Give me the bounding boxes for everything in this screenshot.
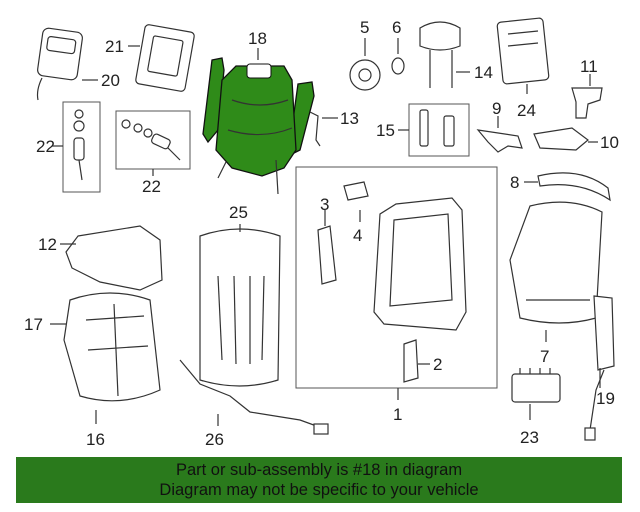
part-7-drawing: [509, 201, 603, 324]
callout-22a: 22: [36, 137, 55, 156]
callout-23: 23: [520, 428, 539, 447]
seat-frame-drawing: [373, 197, 467, 331]
part-22-hardware-left: [73, 109, 85, 181]
part-3-drawing: [317, 225, 337, 285]
callout-4: 4: [353, 226, 362, 245]
callout-22b: 22: [142, 177, 161, 196]
part-2-drawing: [403, 339, 419, 383]
callout-17: 17: [24, 315, 43, 334]
callout-3: 3: [320, 195, 329, 214]
callout-7: 7: [540, 347, 549, 366]
part-24-drawing: [496, 17, 550, 85]
part-18-highlighted: [202, 57, 315, 195]
part-22-box-left: [62, 101, 101, 193]
part-1-box: [295, 166, 498, 389]
part-11-drawing: [571, 87, 603, 119]
part-21-drawing: [135, 24, 195, 92]
banner-line-1: Part or sub-assembly is #18 in diagram: [175, 461, 463, 479]
callout-8: 8: [510, 173, 519, 192]
part-17-drawing: [63, 292, 161, 402]
callout-1: 1: [393, 405, 402, 424]
banner-line-2: Diagram may not be specific to your vehi…: [159, 481, 479, 499]
callout-11: 11: [580, 57, 598, 76]
callout-19: 19: [596, 389, 615, 408]
info-banner: Part or sub-assembly is #18 in diagram D…: [16, 457, 622, 503]
part-23-drawing: [511, 368, 561, 403]
callout-13: 13: [340, 109, 359, 128]
part-26-drawing: [179, 359, 323, 429]
part-10-drawing: [533, 127, 589, 151]
part-25-drawing: [199, 228, 281, 387]
callout-16: 16: [86, 430, 105, 449]
part-19-drawing: [584, 295, 615, 441]
part-5-drawing: [349, 59, 381, 91]
part-20-drawing: [36, 27, 83, 101]
callout-21: 21: [105, 37, 124, 56]
callout-26: 26: [205, 430, 224, 449]
callout-2: 2: [433, 355, 442, 374]
part-8-drawing: [537, 172, 611, 202]
callout-24: 24: [517, 101, 536, 120]
part-4-drawing: [343, 181, 369, 201]
part-6-drawing: [391, 57, 405, 75]
part-15-drawing: [419, 109, 455, 147]
callout-12: 12: [38, 235, 57, 254]
callout-14: 14: [474, 63, 493, 82]
callout-18: 18: [248, 29, 267, 48]
part-22-hardware-right: [121, 119, 181, 161]
part-13-drawing: [309, 111, 321, 147]
callout-9: 9: [492, 99, 501, 118]
part-9-drawing: [476, 129, 523, 153]
part-12-drawing: [65, 225, 163, 291]
part-15-box: [408, 103, 470, 157]
callout-15: 15: [376, 121, 395, 140]
part-26-connector: [313, 423, 329, 435]
callout-25: 25: [229, 203, 248, 222]
callout-10: 10: [600, 133, 619, 152]
callout-20: 20: [101, 71, 120, 90]
callout-5: 5: [360, 18, 369, 37]
callout-6: 6: [392, 18, 401, 37]
part-14-drawing: [419, 21, 461, 88]
parts-diagram: 20 21 22 22 18 13: [24, 17, 619, 449]
